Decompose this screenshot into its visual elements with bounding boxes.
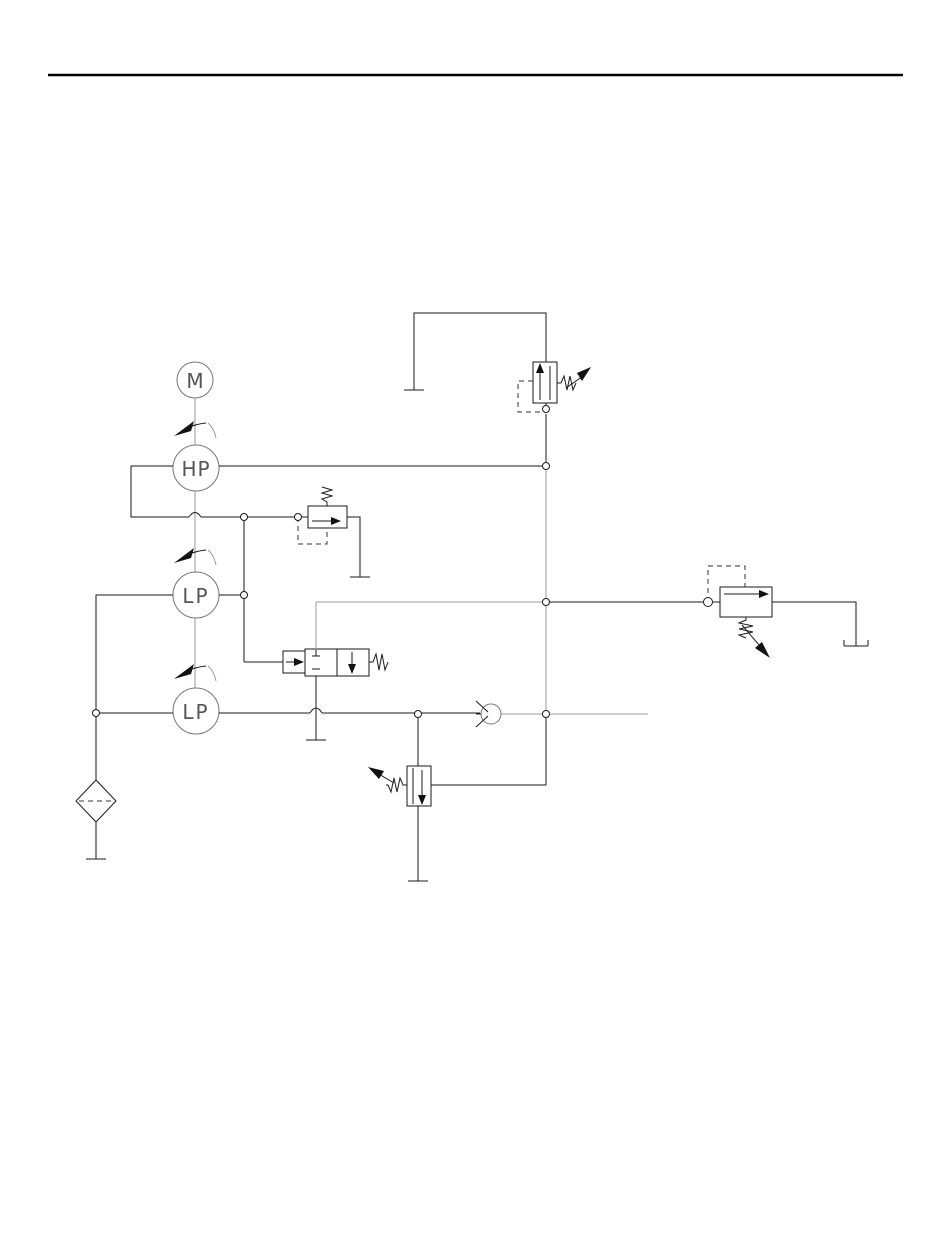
pump-stack: M HP LP LP	[173, 362, 219, 734]
lp-pump-1-symbol: LP	[173, 572, 219, 618]
filter-symbol	[76, 780, 116, 859]
main-pressure-line	[546, 414, 708, 714]
lower-relief-valve	[368, 714, 546, 881]
main-relief-valve	[404, 313, 591, 412]
lp-pump-1-label: LP	[182, 584, 209, 608]
lp-pump-2-label: LP	[182, 700, 209, 724]
hp-pump-symbol: HP	[173, 445, 219, 491]
hp-pump-label: HP	[181, 457, 210, 481]
outlet-relief-valve	[708, 566, 868, 658]
motor-symbol: M	[177, 362, 213, 398]
pilot-relief-valve	[298, 487, 370, 577]
lp-pump-2-symbol: LP	[173, 688, 219, 734]
lp2-line	[96, 708, 480, 713]
motor-label: M	[186, 369, 203, 393]
check-valve	[476, 701, 546, 727]
unloading-valve	[283, 602, 546, 740]
